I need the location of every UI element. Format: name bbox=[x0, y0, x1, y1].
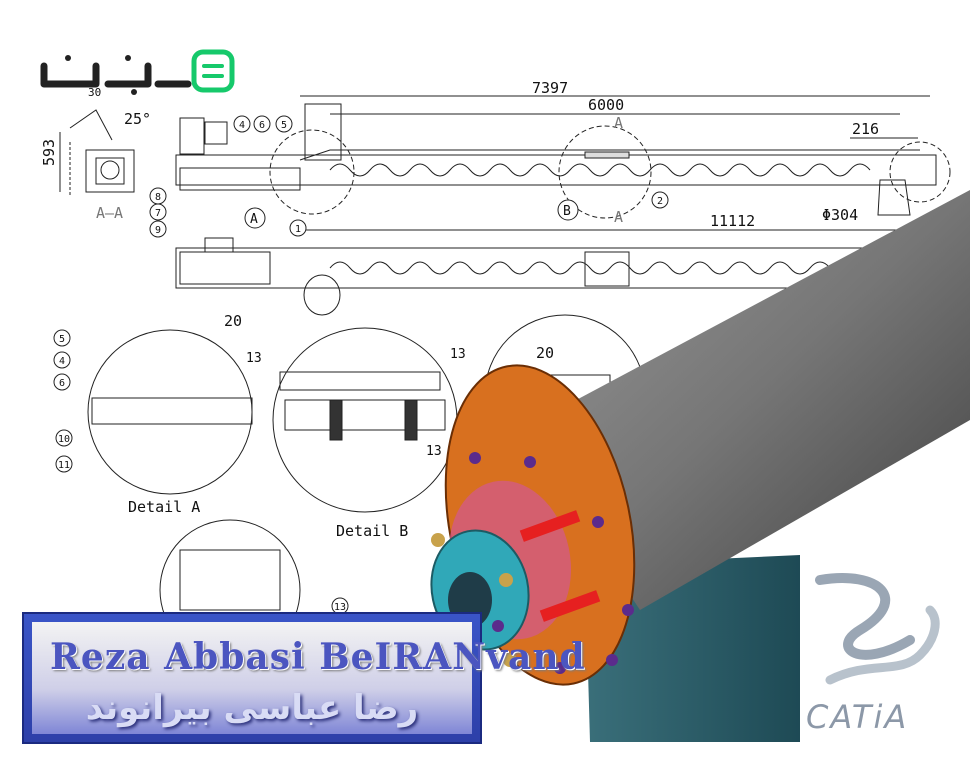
dim-angle: 25° bbox=[124, 110, 151, 128]
balloon-9: 9 bbox=[155, 225, 161, 236]
section-mark-bottom: A bbox=[614, 208, 623, 226]
balloon-5: 5 bbox=[281, 120, 287, 131]
brand-logo bbox=[40, 49, 235, 95]
author-name-en: Reza Abbasi BeIRANvand bbox=[50, 636, 586, 678]
balloon-5-detail: 5 bbox=[59, 334, 65, 345]
circle-label-a: A bbox=[250, 212, 258, 227]
balloon-1: 1 bbox=[295, 224, 301, 235]
detail-b-label: Detail B bbox=[336, 522, 408, 540]
circle-label-b: B bbox=[563, 204, 571, 219]
balloon-2: 2 bbox=[657, 196, 663, 207]
dim-detail-c-gap: 20 bbox=[536, 344, 554, 362]
balloon-6-detail: 6 bbox=[59, 378, 65, 389]
section-mark-top: A bbox=[614, 114, 623, 132]
dim-screw: 6000 bbox=[588, 96, 624, 114]
dim-detail-b-height: 13 bbox=[450, 347, 466, 362]
dim-end-offset: 216 bbox=[852, 120, 879, 138]
author-name-fa: رضا عباسی بیرانوند bbox=[85, 688, 419, 728]
dim-small-angle: 30 bbox=[88, 86, 101, 99]
balloon-11: 11 bbox=[58, 460, 70, 471]
dim-diameter: Φ304 bbox=[822, 206, 858, 224]
ds-logo-icon bbox=[815, 573, 940, 685]
dim-detail-b-lower: 13 bbox=[426, 444, 442, 459]
balloon-13: 13 bbox=[334, 602, 346, 613]
dim-overall: 7397 bbox=[532, 79, 568, 97]
brand-name: CATiA bbox=[806, 698, 909, 736]
detail-a-label: Detail A bbox=[128, 498, 200, 516]
balloon-4: 4 bbox=[239, 120, 245, 131]
balloon-4-detail: 4 bbox=[59, 356, 65, 367]
balloon-8: 8 bbox=[155, 192, 161, 203]
dim-detail-a-height: 13 bbox=[246, 351, 262, 366]
author-banner: Reza Abbasi BeIRANvand رضا عباسی بیرانون… bbox=[22, 612, 585, 744]
balloon-10: 10 bbox=[58, 434, 70, 445]
author-banner-panel: Reza Abbasi BeIRANvand رضا عباسی بیرانون… bbox=[32, 622, 585, 734]
brand-square-icon bbox=[191, 49, 235, 93]
dim-height: 593 bbox=[40, 139, 58, 166]
balloon-7: 7 bbox=[155, 208, 161, 219]
dim-total: 11112 bbox=[710, 212, 755, 230]
section-label: A–A bbox=[96, 204, 123, 222]
dim-detail-a-gap: 20 bbox=[224, 312, 242, 330]
balloon-6: 6 bbox=[259, 120, 265, 131]
